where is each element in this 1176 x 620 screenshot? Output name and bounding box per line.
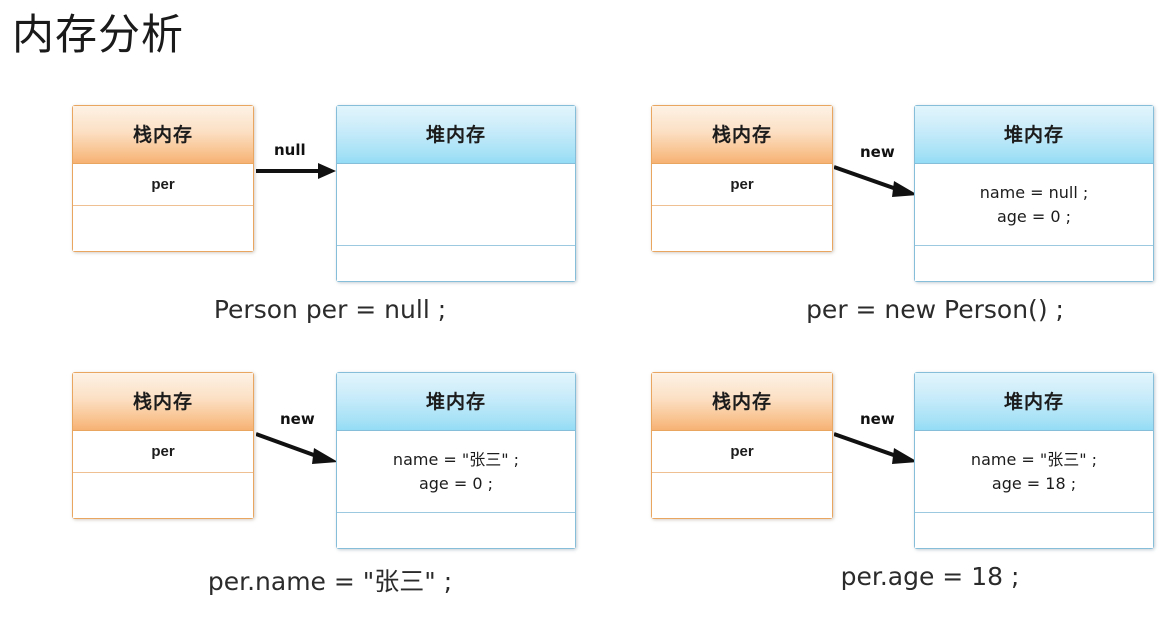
page-title: 内存分析 [12, 10, 185, 59]
heap-content-row: name = "张三" ; age = 18 ; [915, 431, 1153, 513]
heap-memory-header: 堆内存 [337, 106, 575, 164]
heap-memory-box: 堆内存 [336, 105, 576, 282]
stack-memory-header: 栈内存 [73, 373, 253, 431]
heap-empty-row [337, 246, 575, 281]
stack-variable-row: per [652, 431, 832, 473]
arrow-icon [833, 165, 918, 197]
memory-diagram-set-age: 栈内存 per new 堆内存 name = "张三" ; age = 18 ;… [640, 362, 1160, 612]
arrow-label: new [860, 410, 895, 428]
code-caption: Person per = null ; [213, 295, 447, 324]
stack-empty-row [652, 206, 832, 251]
stack-variable-row: per [73, 164, 253, 206]
arrow-label: new [280, 410, 315, 428]
heap-content-row: name = "张三" ; age = 0 ; [337, 431, 575, 513]
arrow-icon [833, 432, 918, 464]
reference-arrow: new [833, 392, 922, 472]
arrow-label: new [860, 143, 895, 161]
heap-memory-box: 堆内存 name = "张三" ; age = 0 ; [336, 372, 576, 549]
stack-memory-header: 栈内存 [73, 106, 253, 164]
stack-empty-row [73, 473, 253, 518]
heap-field-line: name = null ; [979, 182, 1089, 202]
heap-memory-header: 堆内存 [915, 106, 1153, 164]
code-caption: per.age = 18 ; [840, 562, 1020, 591]
heap-empty-row [915, 246, 1153, 281]
arrow-label: null [274, 141, 306, 159]
heap-field-line: name = "张三" ; [970, 449, 1098, 469]
stack-variable-row: per [73, 431, 253, 473]
heap-content-row: name = null ; age = 0 ; [915, 164, 1153, 246]
heap-memory-header: 堆内存 [337, 373, 575, 431]
heap-content-row [337, 164, 575, 246]
reference-arrow: new [833, 125, 922, 205]
stack-memory-header: 栈内存 [652, 373, 832, 431]
heap-empty-row [915, 513, 1153, 548]
stack-empty-row [652, 473, 832, 518]
arrow-icon [255, 432, 338, 464]
code-caption: per.name = "张三" ; [207, 567, 453, 596]
code-caption: per = new Person() ; [806, 295, 1064, 324]
stack-memory-box: 栈内存 per [72, 105, 254, 252]
heap-field-line: name = "张三" ; [392, 449, 520, 469]
arrow-icon [256, 163, 336, 179]
stack-variable-row: per [652, 164, 832, 206]
stack-empty-row [73, 206, 253, 251]
stack-memory-header: 栈内存 [652, 106, 832, 164]
reference-arrow: null [256, 125, 340, 185]
heap-field-line: age = 18 ; [991, 473, 1077, 493]
heap-memory-header: 堆内存 [915, 373, 1153, 431]
heap-empty-row [337, 513, 575, 548]
reference-arrow: new [255, 392, 342, 472]
stack-memory-box: 栈内存 per [72, 372, 254, 519]
memory-diagram-new-person: 栈内存 per new 堆内存 name = null ; age = 0 ; … [640, 95, 1160, 340]
memory-diagram-null: 栈内存 per null 堆内存 Person per = null ; [60, 95, 600, 340]
heap-memory-box: 堆内存 name = null ; age = 0 ; [914, 105, 1154, 282]
heap-field-line: age = 0 ; [996, 206, 1072, 226]
heap-field-line: age = 0 ; [418, 473, 494, 493]
stack-memory-box: 栈内存 per [651, 372, 833, 519]
heap-memory-box: 堆内存 name = "张三" ; age = 18 ; [914, 372, 1154, 549]
memory-diagram-set-name: 栈内存 per new 堆内存 name = "张三" ; age = 0 ; … [60, 362, 600, 612]
stack-memory-box: 栈内存 per [651, 105, 833, 252]
